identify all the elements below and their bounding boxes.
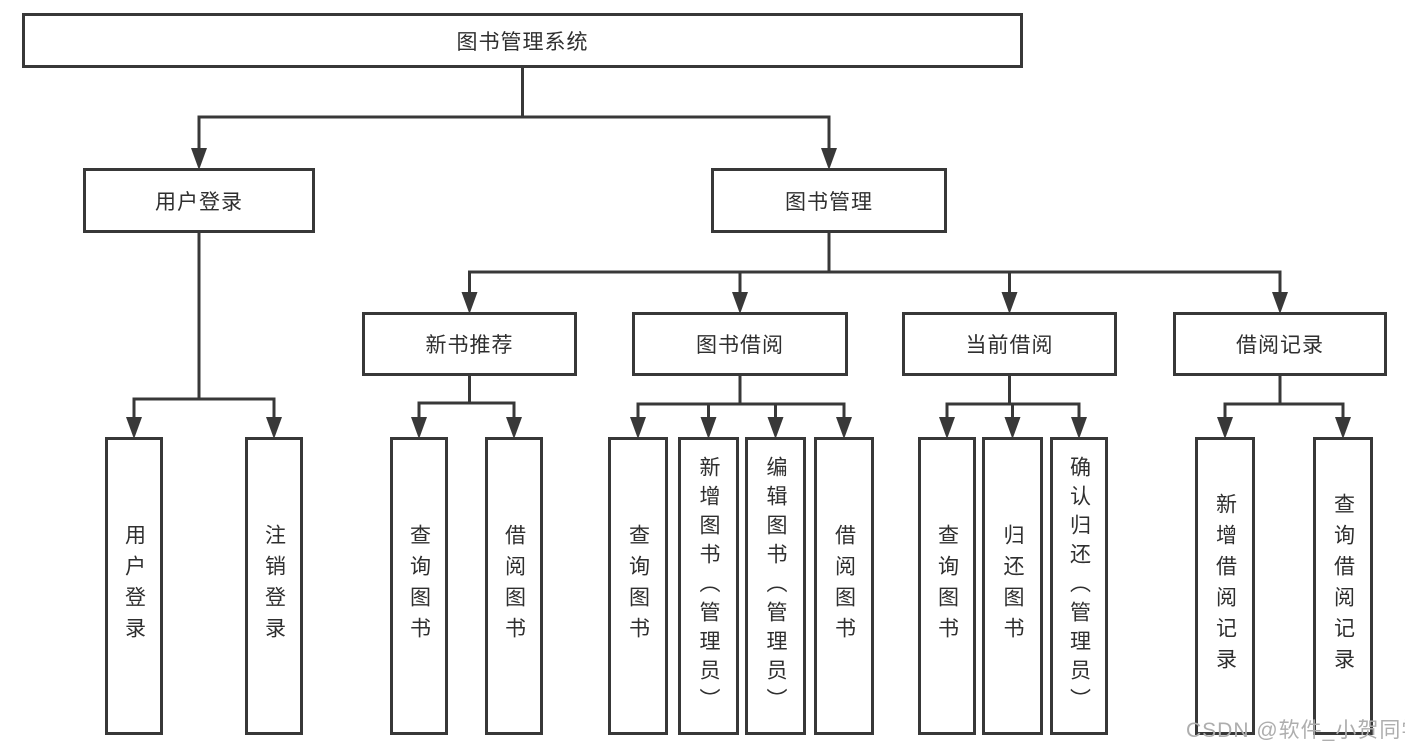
node-label-new-book-rec: 新书推荐 xyxy=(425,334,514,357)
node-label-br-add-record: 新增借阅记录 xyxy=(1213,493,1237,679)
node-label-br-search-record: 查询借阅记录 xyxy=(1331,493,1355,679)
node-label-bb-edit-book: 编辑图书（管理员） xyxy=(764,455,787,717)
node-bb-borrow-book: 借阅图书 xyxy=(814,437,874,735)
node-label-logout-leaf: 注销登录 xyxy=(262,524,286,648)
node-cb-search-book: 查询图书 xyxy=(918,437,976,735)
arrow-down-icon-br-add-record xyxy=(1217,417,1233,439)
node-login-leaf: 用户登录 xyxy=(105,437,163,735)
watermark-text: CSDN @软件_小贺同学 xyxy=(1186,719,1405,742)
arrow-down-icon-current-borrow xyxy=(1001,292,1018,314)
arrow-down-icon-bb-borrow-book xyxy=(836,417,852,439)
arrow-down-icon-book-mgmt xyxy=(821,148,837,170)
arrow-down-icon-bb-search-book xyxy=(630,417,646,439)
arrow-down-icon-cb-search-book xyxy=(939,417,955,439)
node-label-current-borrow: 当前借阅 xyxy=(965,334,1054,357)
node-label-root: 图书管理系统 xyxy=(456,30,589,54)
node-label-rec-search-book: 查询图书 xyxy=(407,524,431,648)
arrow-down-icon-book-borrow xyxy=(732,292,748,314)
node-bb-add-book: 新增图书（管理员） xyxy=(678,437,739,735)
node-label-cb-return-book: 归还图书 xyxy=(1001,524,1024,648)
node-current-borrow: 当前借阅 xyxy=(902,312,1117,376)
node-label-rec-borrow-book: 借阅图书 xyxy=(502,524,526,648)
node-br-add-record: 新增借阅记录 xyxy=(1195,437,1255,735)
arrow-down-icon-borrow-record xyxy=(1272,292,1288,314)
node-label-cb-search-book: 查询图书 xyxy=(935,524,959,648)
arrow-down-icon-user-login xyxy=(191,148,207,170)
node-logout-leaf: 注销登录 xyxy=(245,437,303,735)
node-book-mgmt: 图书管理 xyxy=(711,168,947,233)
arrow-down-icon-br-search-record xyxy=(1335,417,1351,439)
node-user-login: 用户登录 xyxy=(83,168,315,233)
node-br-search-record: 查询借阅记录 xyxy=(1313,437,1373,735)
arrow-down-icon-rec-borrow-book xyxy=(506,417,522,439)
node-label-borrow-record: 借阅记录 xyxy=(1236,334,1324,357)
arrow-down-icon-bb-edit-book xyxy=(767,417,784,439)
node-label-login-leaf: 用户登录 xyxy=(122,524,146,648)
node-new-book-rec: 新书推荐 xyxy=(362,312,577,376)
arrow-down-icon-new-book-rec xyxy=(461,292,478,314)
arrow-down-icon-rec-search-book xyxy=(411,417,427,439)
node-label-bb-borrow-book: 借阅图书 xyxy=(832,524,856,648)
node-bb-edit-book: 编辑图书（管理员） xyxy=(745,437,806,735)
node-label-user-login: 用户登录 xyxy=(155,190,243,214)
node-book-borrow: 图书借阅 xyxy=(632,312,848,376)
arrow-down-icon-bb-add-book xyxy=(700,417,717,439)
arrow-down-icon-login-leaf xyxy=(126,417,142,439)
arrow-down-icon-cb-return-book xyxy=(1004,417,1021,439)
node-label-bb-search-book: 查询图书 xyxy=(626,524,650,648)
node-label-bb-add-book: 新增图书（管理员） xyxy=(697,455,720,717)
arrow-down-icon-logout-leaf xyxy=(266,417,282,439)
node-label-cb-confirm-return: 确认归还（管理员） xyxy=(1067,455,1091,717)
node-rec-search-book: 查询图书 xyxy=(390,437,448,735)
node-label-book-borrow: 图书借阅 xyxy=(696,334,784,357)
arrow-down-icon-cb-confirm-return xyxy=(1071,417,1087,439)
node-label-book-mgmt: 图书管理 xyxy=(785,190,873,214)
node-cb-return-book: 归还图书 xyxy=(982,437,1043,735)
node-bb-search-book: 查询图书 xyxy=(608,437,668,735)
node-cb-confirm-return: 确认归还（管理员） xyxy=(1050,437,1108,735)
node-root: 图书管理系统 xyxy=(22,13,1023,68)
node-rec-borrow-book: 借阅图书 xyxy=(485,437,543,735)
node-borrow-record: 借阅记录 xyxy=(1173,312,1387,376)
